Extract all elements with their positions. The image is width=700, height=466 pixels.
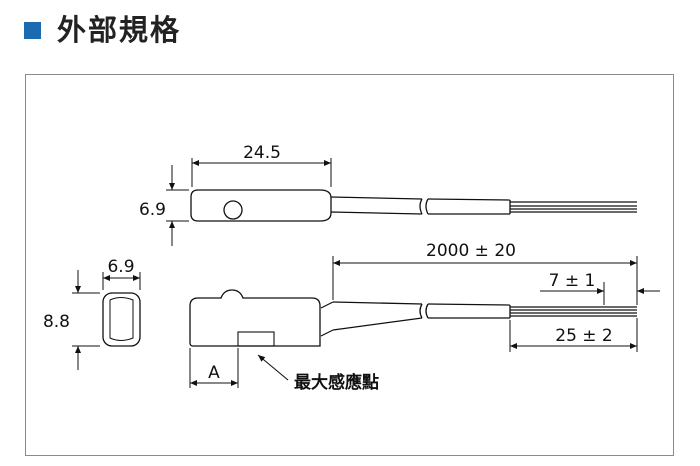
- top-view-cable-break: [419, 198, 429, 215]
- sensing-point-leader: [257, 354, 289, 381]
- dim-end-height: 8.8: [43, 312, 70, 332]
- sensing-point-label: 最大感應點: [294, 372, 379, 393]
- side-view-cable-upper: [332, 301, 423, 305]
- side-view-cable-lower: [332, 317, 423, 331]
- top-view-body: [190, 189, 332, 222]
- top-view-indicator-hole: [223, 200, 243, 220]
- page-header: 外部規格: [0, 0, 700, 68]
- top-view: [166, 158, 637, 246]
- section-marker-icon: [24, 22, 41, 39]
- dim-strip-short: 7 ± 1: [549, 271, 596, 291]
- page-title: 外部規格: [57, 13, 182, 47]
- top-view-cable-lower: [330, 211, 423, 215]
- dim-end-width: 6.9: [107, 257, 134, 277]
- side-view-body: [189, 289, 321, 347]
- end-view-body: [102, 292, 141, 347]
- side-view-cable-break: [419, 303, 429, 319]
- dim-cable-length: 2000 ± 20: [426, 241, 516, 261]
- sensing-pad: [237, 331, 275, 347]
- dim-top-height: 6.9: [139, 200, 166, 220]
- end-view: [72, 270, 141, 370]
- top-view-cable-upper: [330, 196, 423, 200]
- side-view: [189, 256, 660, 388]
- dim-top-length: 24.5: [243, 143, 281, 163]
- dim-sensing-offset: A: [208, 363, 220, 383]
- dim-strip-long: 25 ± 2: [555, 326, 613, 346]
